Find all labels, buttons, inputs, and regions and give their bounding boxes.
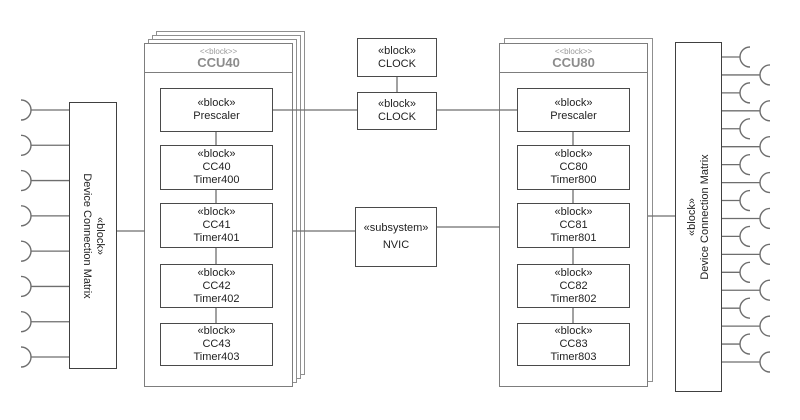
right-port-9-socket-icon [759,207,771,230]
block-subname: Timer802 [550,292,597,305]
right-port-2-socket-icon [739,82,751,104]
block-name: CC42 [202,279,231,292]
right-matrix-label: «block» Device Connection Matrix [686,42,712,392]
block-name: CC80 [559,161,588,173]
ccu40-header: <<block>> CCU40 [145,44,292,73]
left-matrix-name: Device Connection Matrix [81,172,93,299]
right-matrix-stereotype: «block» [685,198,698,236]
block-subname: Timer803 [550,351,597,363]
block-subname: Timer402 [193,292,240,305]
block-cc41[interactable]: «block» CC41 Timer401 [160,203,273,248]
right-port-7-socket-icon [759,171,771,194]
block-name: CLOCK [378,111,416,123]
right-port-14-socket-icon [739,297,751,319]
right-port-6-socket-icon [739,153,751,176]
block-cc82[interactable]: «block» CC82 Timer802 [517,264,630,308]
ccu80-name: CCU80 [552,54,595,70]
block-cc83[interactable]: «block» CC83 Timer803 [517,323,630,366]
block-stereotype: «block» [554,325,593,337]
right-port-3-socket-icon [759,100,771,122]
block-name: CC41 [202,219,231,231]
left-port-0-socket-icon [20,99,32,121]
right-port-0-socket-icon [739,46,751,68]
right-port-1-socket-icon [759,64,771,86]
left-matrix-stereotype: «block» [94,216,106,255]
right-port-11-socket-icon [759,243,771,266]
right-port-5-socket-icon [759,136,771,158]
left-device-connection-matrix[interactable]: «block» Device Connection Matrix [69,102,117,369]
left-port-2-socket-icon [20,169,32,192]
block-subname: Timer403 [193,351,240,363]
block-name: CC83 [559,338,588,350]
left-matrix-label: «block» Device Connection Matrix [80,102,106,369]
block-clock-mid[interactable]: «block» CLOCK [357,92,437,130]
block-name: CC40 [202,161,231,173]
block-name: CC81 [559,219,588,231]
block-cc81[interactable]: «block» CC81 Timer801 [517,203,630,248]
left-port-6-socket-icon [20,311,32,333]
right-port-4-socket-icon [739,118,751,140]
block-name: Prescaler [550,110,597,122]
block-cc42[interactable]: «block» CC42 Timer402 [160,264,273,308]
block-stereotype: «block» [378,44,416,57]
block-name: NVIC [382,239,410,251]
right-device-connection-matrix[interactable]: «block» Device Connection Matrix [675,42,722,392]
right-socket-ports [721,46,771,373]
block-nvic[interactable]: «subsystem» NVIC [355,207,437,267]
block-stereotype: «block» [197,206,236,218]
block-subname: Timer801 [550,232,597,244]
block-cc80[interactable]: «block» CC80 Timer800 [517,145,630,190]
block-stereotype: «block» [554,97,593,109]
block-cc40[interactable]: «block» CC40 Timer400 [160,145,273,190]
right-port-12-socket-icon [739,261,751,283]
block-cc43[interactable]: «block» CC43 Timer403 [160,323,273,366]
block-stereotype: «block» [197,325,236,337]
block-stereotype: «block» [554,266,593,279]
right-port-16-socket-icon [739,333,751,355]
block-subname: Timer400 [193,174,240,186]
left-socket-ports [20,99,70,368]
left-port-4-socket-icon [20,240,32,262]
block-name: CC43 [202,338,231,350]
ccu40-name: CCU40 [197,54,240,70]
block-stereotype: «block» [554,206,593,218]
block-stereotype: «subsystem» [363,222,429,234]
right-port-8-socket-icon [739,189,751,212]
block-ccu80-prescaler[interactable]: «block» Prescaler [517,88,630,132]
ccu80-stereotype: <<block>> [554,46,593,56]
block-stereotype: «block» [197,148,236,160]
block-stereotype: «block» [197,266,236,279]
left-port-3-socket-icon [20,205,32,227]
block-stereotype: «block» [197,97,236,109]
block-name: CC82 [559,279,588,292]
block-ccu40-prescaler[interactable]: «block» Prescaler [160,88,273,132]
ccu40-stereotype: <<block>> [199,46,238,56]
block-subname: Timer800 [550,174,597,186]
right-port-17-socket-icon [759,351,771,373]
left-port-5-socket-icon [20,275,32,298]
left-port-1-socket-icon [20,134,32,156]
block-stereotype: «block» [554,148,593,160]
block-subname: Timer401 [193,232,240,244]
block-name: Prescaler [193,110,240,122]
right-port-13-socket-icon [759,279,771,301]
block-clock-top[interactable]: «block» CLOCK [357,38,437,77]
right-matrix-name: Device Connection Matrix [698,154,711,280]
right-port-15-socket-icon [759,315,771,337]
ccu80-header: <<block>> CCU80 [500,44,647,73]
right-port-10-socket-icon [739,225,751,248]
left-port-7-socket-icon [20,346,32,368]
block-stereotype: «block» [378,98,416,110]
block-name: CLOCK [378,57,416,70]
